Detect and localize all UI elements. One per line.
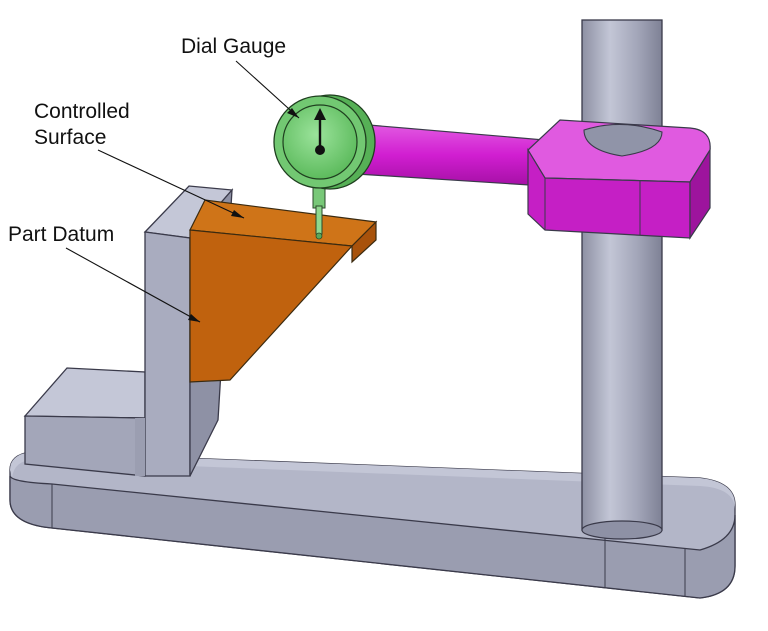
leader-arrowheads: [188, 108, 299, 322]
leader-part-datum: [65, 247, 201, 323]
gauge-arm: [351, 123, 546, 187]
leader-dial-gauge: [235, 60, 300, 119]
leader-lines: [65, 60, 300, 323]
label-controlled-surface: Controlled Surface: [34, 99, 130, 151]
dial-needle-icon: [314, 108, 326, 155]
label-part-datum: Part Datum: [8, 223, 115, 246]
label-controlled-surface-line1: Controlled: [34, 100, 130, 123]
label-controlled-surface-line2: Surface: [34, 126, 107, 149]
part: [189, 199, 378, 383]
label-dial-gauge: Dial Gauge: [181, 35, 287, 58]
column: [581, 19, 663, 540]
arm-clamp: [527, 119, 711, 240]
leader-controlled-surface: [97, 149, 245, 219]
